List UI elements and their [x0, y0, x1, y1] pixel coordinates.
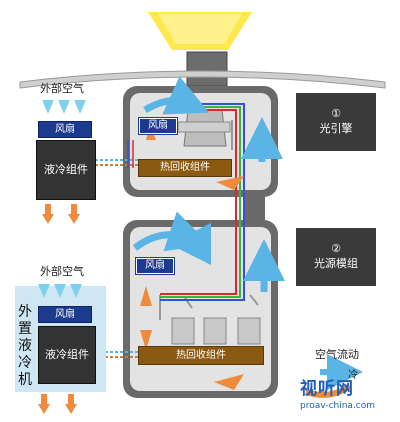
light-engine-number: ①	[331, 107, 341, 120]
liquid-cool-unit-bottom: 液冷组件	[38, 326, 96, 384]
fan-box-top: 风扇	[38, 121, 92, 138]
light-source-box: ② 光源模组	[296, 228, 376, 286]
watermark-url: proav-china.com	[300, 401, 376, 411]
light-source-module-3	[237, 317, 261, 345]
lower-coolant-pipes	[90, 351, 140, 358]
projector-lens	[186, 51, 228, 87]
fan-box-bottom: 风扇	[38, 306, 92, 323]
legend-cold-label: 冷	[348, 370, 358, 381]
heat-recovery-bottom: 热回收组件	[138, 346, 264, 365]
rgb-light-paths	[160, 103, 245, 301]
cold-arrow-upper-top	[143, 76, 210, 115]
legend-hot-arrow	[305, 383, 352, 398]
outside-air-label-top: 外部空气	[40, 82, 84, 95]
lower-intake-arrows	[38, 284, 82, 298]
watermark-cn: 视听网	[300, 379, 354, 399]
upper-exhaust-arrows	[42, 204, 80, 224]
fan-box-lower-chamber: 风扇	[136, 258, 174, 274]
upper-coolant-pipes	[95, 159, 145, 166]
heat-recovery-top: 热回收组件	[138, 159, 232, 177]
fan-box-upper-chamber: 风扇	[139, 118, 177, 134]
light-source-module-2	[203, 317, 227, 345]
light-source-label: 光源模组	[314, 257, 358, 270]
upper-coolant-vertical	[127, 140, 134, 168]
upper-intake-arrows	[42, 100, 86, 114]
watermark-logo: 视听网 proav-china.com	[300, 378, 390, 422]
light-source-number: ②	[331, 242, 341, 255]
light-engine-box: ① 光引擎	[296, 93, 376, 151]
liquid-cool-unit-top: 液冷组件	[36, 140, 96, 200]
light-source-module-1	[171, 317, 195, 345]
outside-air-label-bottom: 外部空气	[40, 265, 84, 278]
light-engine-label: 光引擎	[319, 122, 353, 135]
external-liquid-cooler-label: 外置液冷机	[18, 304, 32, 388]
lower-exhaust-arrows	[38, 394, 77, 414]
chamber-connector	[243, 196, 265, 222]
airflow-legend-label: 空气流动	[315, 348, 359, 361]
projector-top-shell	[19, 70, 386, 89]
